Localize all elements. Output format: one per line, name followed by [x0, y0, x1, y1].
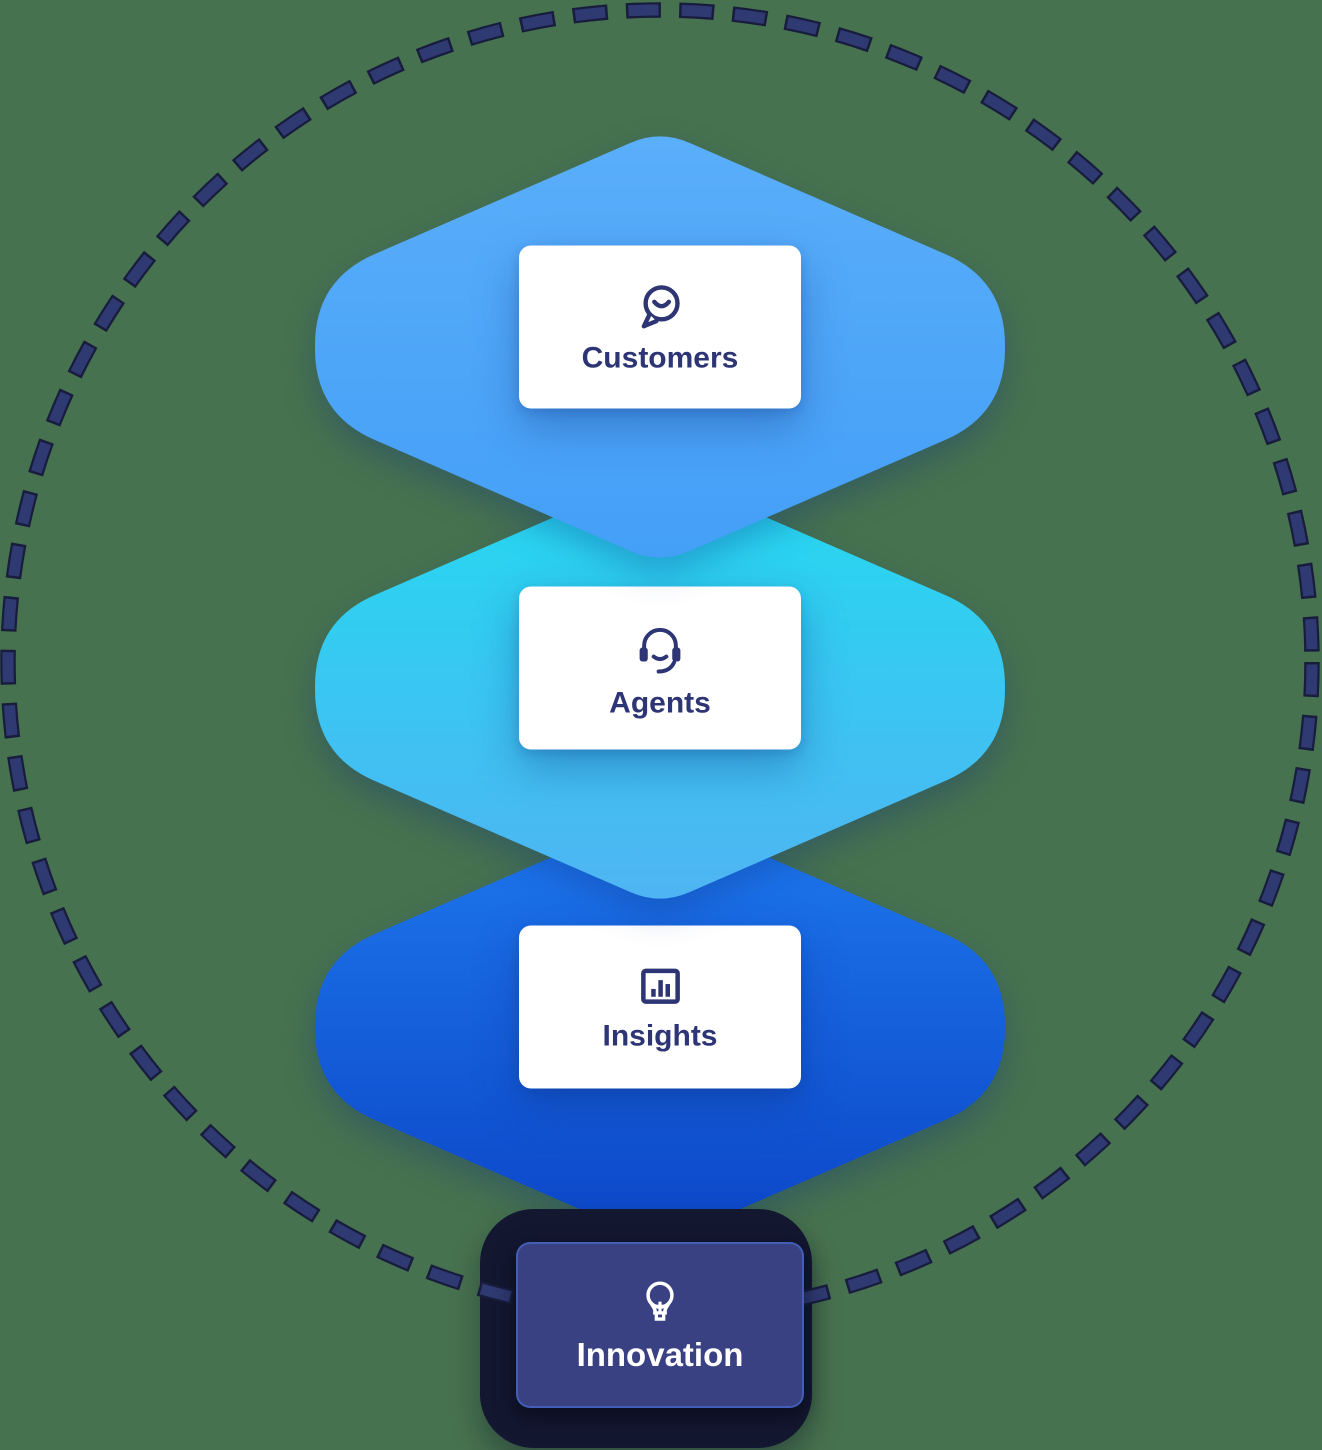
bar-chart-icon	[640, 968, 680, 1004]
customers-card: Customers	[519, 245, 801, 409]
innovation-card: Innovation	[516, 1242, 804, 1408]
insights-card: Insights	[519, 925, 801, 1089]
lightbulb-icon	[646, 1281, 674, 1321]
headset-icon	[639, 627, 681, 674]
node-customers: Customers	[315, 130, 1005, 564]
customers-label: Customers	[581, 341, 739, 374]
agents-label: Agents	[609, 686, 711, 719]
agents-card: Agents	[519, 586, 801, 750]
chat-smile-icon	[641, 284, 680, 328]
insights-label: Insights	[602, 1019, 718, 1053]
innovation-label: Innovation	[576, 1335, 744, 1373]
